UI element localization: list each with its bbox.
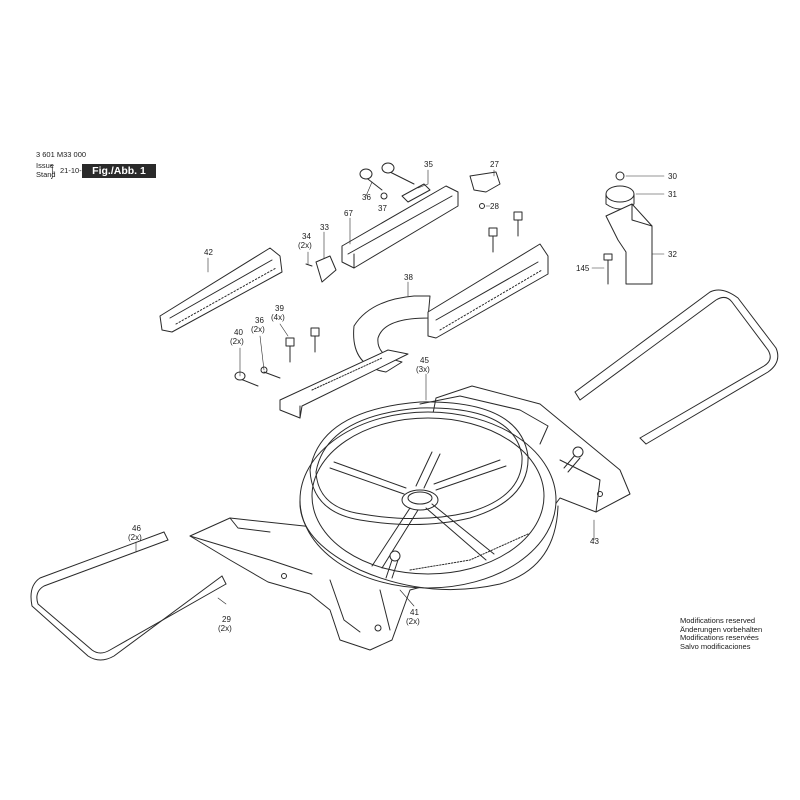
screws-top <box>359 162 431 203</box>
modifications-line: Salvo modificaciones <box>680 641 751 651</box>
callout-32: 32 <box>668 250 677 259</box>
callout-41: 41 <box>410 608 419 617</box>
issue-date: 21-10-29 <box>60 166 91 175</box>
turntable <box>299 411 559 591</box>
callout-34: 34 <box>302 232 311 241</box>
modifications-notice: Modifications reserved Änderungen vorbeh… <box>680 616 763 651</box>
fence-left-lower <box>279 349 409 419</box>
fence-right-ruler <box>427 243 549 339</box>
callout-38: 38 <box>404 273 413 282</box>
callout-45: 45 <box>420 356 429 365</box>
callout-36: 36 <box>362 193 371 202</box>
modifications-line: Modifications reservées <box>680 633 759 643</box>
callout-30: 30 <box>668 172 677 181</box>
modifications-line: Modifications reserved <box>680 616 756 625</box>
callout-145: 145 <box>576 264 590 273</box>
small-bracket <box>469 171 501 209</box>
callout-29-qty: (2x) <box>218 624 232 633</box>
stop-block <box>603 171 653 285</box>
brace-glyph: } <box>51 163 54 180</box>
modifications-line: Änderungen vorbehalten <box>680 624 763 634</box>
callout-labels: 30 31 32 145 35 27 36 37 28 67 33 34 (2x… <box>128 160 677 633</box>
extension-bar-left <box>30 531 227 661</box>
callout-39: 39 <box>275 304 284 313</box>
part-number: 3 601 M33 000 <box>36 150 87 159</box>
leader-lines <box>135 169 665 607</box>
guide-rail <box>341 185 459 269</box>
retaining-ring <box>309 401 529 526</box>
figure-badge: Fig./Abb. 1 <box>82 164 156 178</box>
callout-46: 46 <box>132 524 141 533</box>
callout-34-qty: (2x) <box>298 241 312 250</box>
clamp-bracket <box>305 255 337 283</box>
issue-label: Issue <box>36 161 54 170</box>
stand-label: Stand <box>36 170 56 179</box>
callout-36b: 36 <box>255 316 264 325</box>
callout-40-qty: (2x) <box>230 337 244 346</box>
callout-28: 28 <box>490 202 499 211</box>
callout-33: 33 <box>320 223 329 232</box>
callout-35: 35 <box>424 160 433 169</box>
callout-67: 67 <box>344 209 353 218</box>
callout-39-qty: (4x) <box>271 313 285 322</box>
fence-extension-left <box>159 247 283 333</box>
callout-41-qty: (2x) <box>406 617 420 626</box>
callout-37: 37 <box>378 204 387 213</box>
extension-bar-right <box>574 289 779 445</box>
callout-36b-qty: (2x) <box>251 325 265 334</box>
callout-40: 40 <box>234 328 243 337</box>
callout-46-qty: (2x) <box>128 533 142 542</box>
callout-31: 31 <box>668 190 677 199</box>
callout-43: 43 <box>590 537 599 546</box>
callout-45-qty: (3x) <box>416 365 430 374</box>
lock-knob-right <box>563 446 584 473</box>
callout-42: 42 <box>204 248 213 257</box>
callout-27: 27 <box>490 160 499 169</box>
callout-29: 29 <box>222 615 231 624</box>
